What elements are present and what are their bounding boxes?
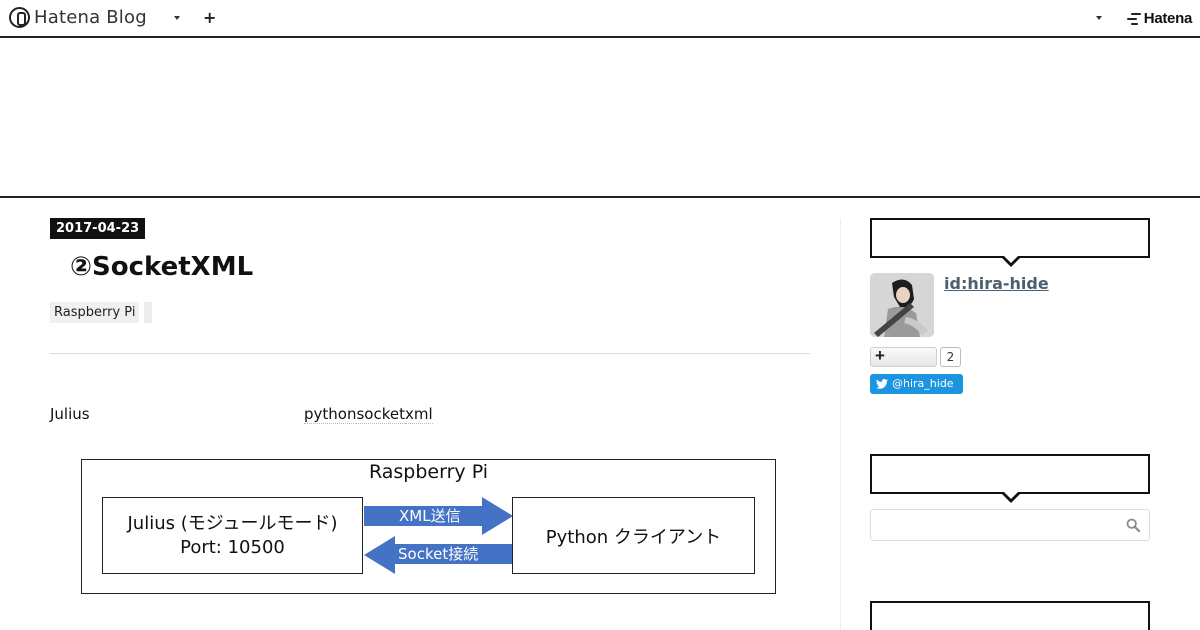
hatena-blog-logo-link[interactable]: Hatena Blog bbox=[9, 7, 147, 28]
plus-icon[interactable]: + bbox=[203, 8, 217, 27]
avatar[interactable] bbox=[870, 273, 934, 337]
arrow-left bbox=[364, 536, 512, 574]
profile-module-header bbox=[870, 218, 1150, 267]
hatena-logo-icon bbox=[1126, 12, 1141, 25]
julius-box-line2: Port: 10500 bbox=[180, 536, 285, 558]
sidebar-module-header bbox=[870, 601, 1150, 630]
follow-button[interactable]: + bbox=[870, 346, 937, 367]
julius-box-line1: Julius (モジュールモード) bbox=[127, 512, 338, 534]
sidebar-divider bbox=[840, 218, 841, 630]
julius-box: Julius (モジュールモード) Port: 10500 bbox=[102, 497, 363, 574]
arrow-right bbox=[364, 497, 513, 535]
keyword-link[interactable]: xml bbox=[405, 405, 433, 424]
diagram-title: Raspberry Pi bbox=[368, 461, 489, 483]
arrow-right-label: XML送信 bbox=[399, 507, 461, 525]
arrows bbox=[364, 497, 513, 574]
architecture-diagram: Raspberry Pi Julius (モジュールモード) Port: 105… bbox=[81, 459, 776, 594]
entry-keywords: pythonsocketxml bbox=[304, 405, 433, 424]
brand-name: Hatena Blog bbox=[34, 7, 147, 28]
header-ad-area bbox=[0, 40, 1200, 196]
hatena-logo-text: Hatena bbox=[1143, 10, 1193, 27]
account-menu-chevron-down-icon[interactable] bbox=[1096, 16, 1102, 20]
twitter-follow-button[interactable]: @hira_hide bbox=[870, 374, 963, 394]
keyword-link[interactable]: python bbox=[304, 405, 357, 424]
search-input[interactable] bbox=[871, 510, 1121, 540]
entry-date[interactable]: 2017-04-23 bbox=[50, 218, 146, 239]
twitter-bird-icon bbox=[876, 379, 888, 389]
profile-id-link[interactable]: id:hira-hide bbox=[944, 274, 1049, 293]
speech-notch bbox=[1000, 254, 1022, 267]
header-divider bbox=[0, 196, 1200, 198]
entry-text-julius: Julius bbox=[50, 405, 90, 423]
arrow-left-label: Socket接続 bbox=[398, 545, 479, 563]
global-header: Hatena Blog + Hatena bbox=[0, 0, 1200, 38]
speech-notch bbox=[1000, 490, 1022, 503]
plus-icon: + bbox=[875, 346, 885, 365]
search-box bbox=[870, 509, 1150, 541]
hatena-account-link[interactable]: Hatena bbox=[1126, 10, 1193, 27]
entry-title[interactable]: ②SocketXML bbox=[70, 252, 254, 282]
follow-count: 2 bbox=[940, 347, 961, 367]
twitter-handle: @hira_hide bbox=[892, 377, 954, 390]
search-icon[interactable] bbox=[1126, 518, 1140, 532]
brand-menu-chevron-down-icon[interactable] bbox=[174, 16, 180, 20]
search-module-header bbox=[870, 454, 1150, 503]
category-tag[interactable]: Raspberry Pi bbox=[50, 302, 140, 323]
keyword-link[interactable]: socket bbox=[356, 405, 405, 424]
python-client-box: Python クライアント bbox=[512, 497, 755, 574]
avatar-image bbox=[870, 273, 934, 337]
category-tag-placeholder bbox=[144, 302, 152, 323]
entry-divider bbox=[50, 353, 810, 354]
hatena-blog-logo-icon bbox=[9, 7, 30, 28]
